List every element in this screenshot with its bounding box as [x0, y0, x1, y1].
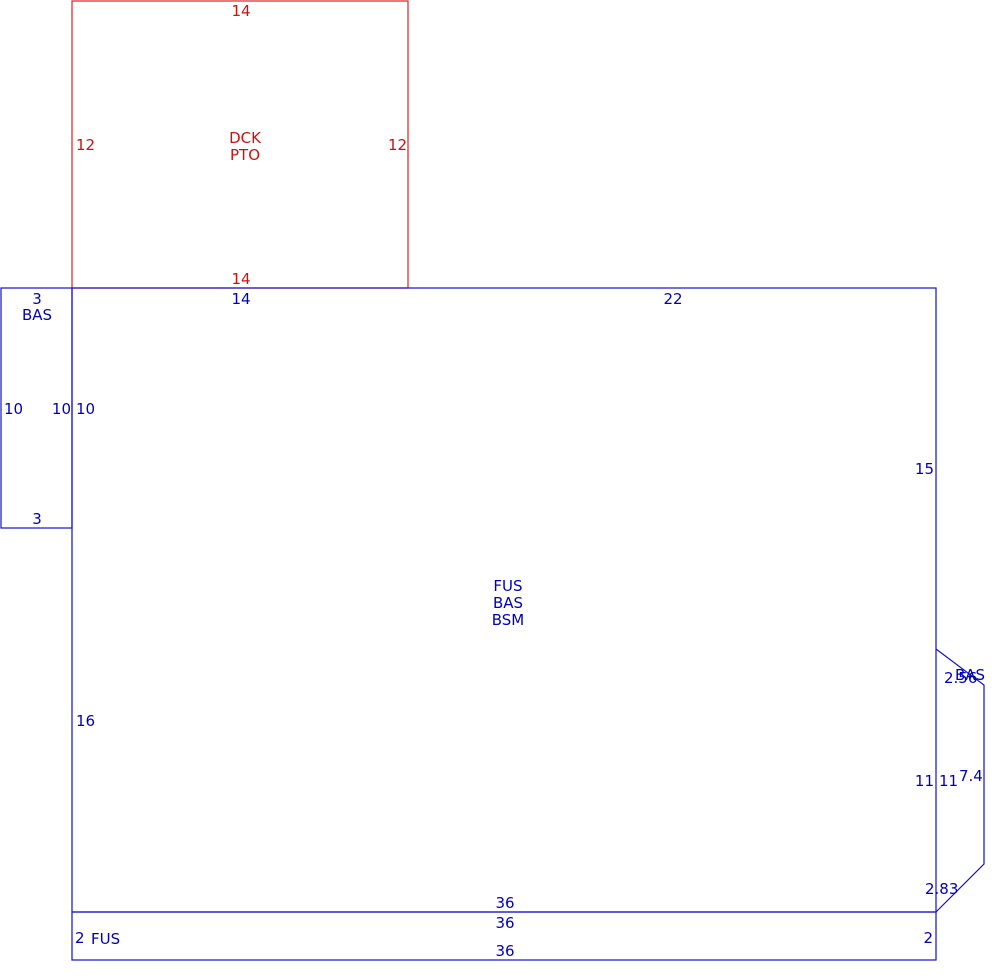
bay-inner-dim: 11: [939, 772, 958, 790]
deck-top-dim: 14: [231, 2, 250, 20]
strip-left-dim: 2: [75, 929, 85, 947]
main-left-lower-dim: 16: [76, 712, 95, 730]
bay-bottom-diag-dim: 2.83: [925, 880, 958, 898]
side-left-left-dim: 10: [4, 400, 23, 418]
main-left-upper-dim: 10: [76, 400, 95, 418]
bay-outline: [935, 648, 985, 913]
side-left-bottom-dim: 3: [32, 510, 42, 528]
side-left-outline: [0, 287, 73, 529]
main-right-lower-dim: 11: [915, 772, 934, 790]
deck-code-1: DCK: [229, 129, 262, 147]
deck-bottom-dim: 14: [231, 270, 250, 288]
main-right-upper-dim: 15: [915, 460, 934, 478]
bay-section: BAS 2.56 11 7.4 2.83: [925, 648, 985, 913]
side-left-code: BAS: [22, 306, 52, 324]
main-bottom-dim: 36: [495, 894, 514, 912]
strip-code: FUS: [91, 930, 120, 948]
main-section: 14 22 10 16 15 11 36 FUS BAS BSM: [71, 287, 937, 913]
side-left-section: 3 BAS 10 10 3: [0, 287, 73, 529]
main-code-3: BSM: [492, 611, 525, 629]
strip-top-dim: 36: [495, 914, 514, 932]
strip-outline: [71, 911, 937, 961]
main-top-right-dim: 22: [663, 290, 682, 308]
bay-top-diag-dim: 2.56: [944, 669, 977, 687]
strip-bottom-dim: 36: [495, 942, 514, 960]
bay-outer-dim: 7.4: [959, 767, 983, 785]
strip-right-dim: 2: [923, 929, 933, 947]
deck-section: 14 12 12 14 DCK PTO: [71, 0, 409, 289]
main-code-1: FUS: [493, 577, 522, 595]
strip-section: 36 2 FUS 2 36: [71, 911, 937, 961]
main-code-2: BAS: [493, 594, 523, 612]
side-left-top-dim: 3: [32, 290, 42, 308]
deck-right-dim: 12: [388, 136, 407, 154]
side-left-right-dim: 10: [52, 400, 71, 418]
deck-left-dim: 12: [76, 136, 95, 154]
main-top-left-dim: 14: [231, 290, 250, 308]
bay-code: BAS: [955, 666, 985, 684]
deck-code-2: PTO: [230, 146, 260, 164]
